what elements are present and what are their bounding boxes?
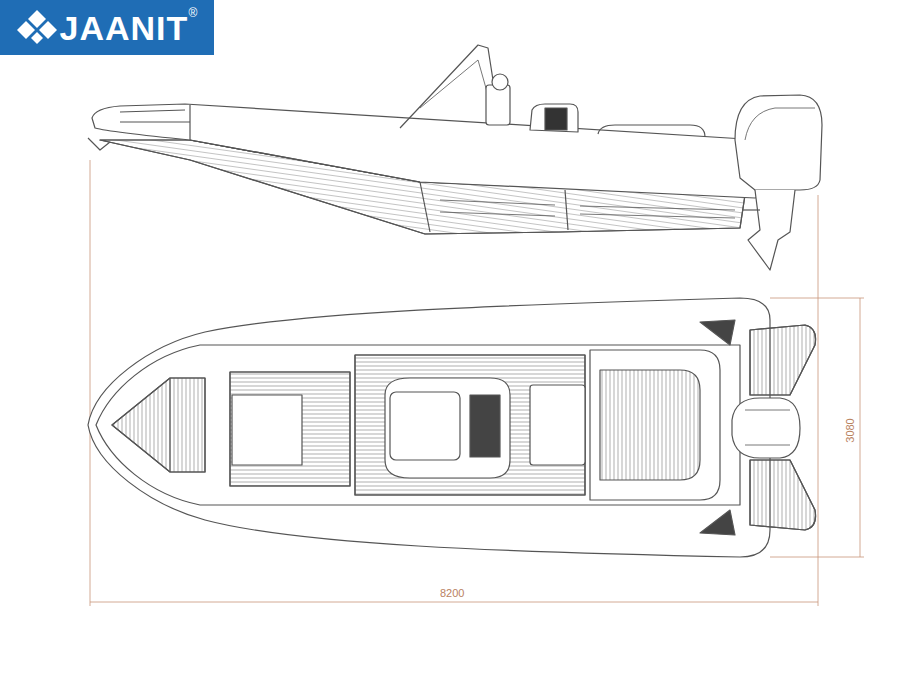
top-view-part xyxy=(230,372,350,486)
dimension-lines-part xyxy=(770,557,864,558)
dimension-length: 8200 xyxy=(440,588,464,599)
top-view-part xyxy=(750,460,816,530)
top-view-part xyxy=(750,325,816,395)
logo-icon-part xyxy=(31,32,43,44)
top-view-part xyxy=(745,410,790,445)
registered-mark: ® xyxy=(189,7,198,19)
top-view-part xyxy=(355,355,585,495)
side-view-part xyxy=(745,108,815,140)
top-view-part xyxy=(169,378,170,472)
side-view-part xyxy=(530,104,578,132)
side-view-part xyxy=(420,182,430,232)
side-view-part xyxy=(492,74,508,90)
top-view-part xyxy=(750,325,816,395)
top-view-part xyxy=(732,398,800,458)
dimension-lines-part xyxy=(770,298,864,299)
top-view xyxy=(88,298,816,557)
top-view-part xyxy=(88,298,770,557)
side-view-part xyxy=(92,104,772,198)
top-view-part xyxy=(700,510,735,535)
top-view-part xyxy=(96,345,740,505)
logo-band-part xyxy=(0,0,214,55)
side-view-part xyxy=(120,110,190,122)
side-view-part xyxy=(748,190,795,270)
top-view-part xyxy=(530,385,585,465)
top-view-part xyxy=(390,392,460,460)
top-view-part xyxy=(385,378,510,478)
top-view-part xyxy=(232,395,302,465)
dimension-width: 3080 xyxy=(845,417,856,443)
logo-icon-part xyxy=(39,21,57,39)
top-view-part xyxy=(470,395,500,457)
logo-icon-part xyxy=(17,21,35,39)
side-view-part xyxy=(598,125,705,137)
dimension-lines-part xyxy=(818,195,819,606)
dimension-lines-part xyxy=(90,602,818,603)
logo-text: JAANIT xyxy=(60,11,189,45)
top-view-part xyxy=(750,460,816,530)
logo-band xyxy=(0,0,214,55)
side-view xyxy=(88,45,822,270)
dimension-lines-part xyxy=(90,160,91,606)
top-view-part xyxy=(355,355,585,495)
side-view-part xyxy=(190,140,420,182)
top-view-part xyxy=(700,320,735,345)
top-view-part xyxy=(112,378,205,472)
side-view-part xyxy=(545,108,567,130)
side-view-part xyxy=(565,190,568,230)
top-view-part xyxy=(230,372,350,486)
side-view-part xyxy=(742,209,760,210)
logo-icon xyxy=(17,10,57,44)
side-view-part xyxy=(88,138,110,150)
side-view-part xyxy=(486,85,510,125)
logo-icon-part xyxy=(28,10,46,28)
top-view-part xyxy=(590,350,720,500)
top-view-part xyxy=(112,378,205,472)
side-view-part xyxy=(440,200,735,218)
side-view-part xyxy=(735,95,822,190)
side-view-part xyxy=(400,45,500,128)
side-view-part xyxy=(420,60,495,120)
dimension-lines-part xyxy=(860,298,861,557)
top-view-part xyxy=(600,370,700,480)
